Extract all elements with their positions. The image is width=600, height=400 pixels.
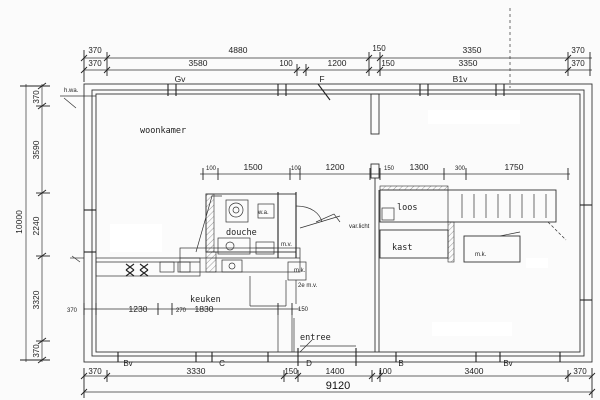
kitchen-dim-5: 150 bbox=[298, 307, 309, 313]
left-dim-4: 3320 bbox=[31, 290, 41, 309]
top-inner-dim-2: 3580 bbox=[189, 58, 208, 68]
kitchen-counter bbox=[70, 255, 201, 277]
bathroom-core bbox=[179, 192, 341, 307]
bottom-dim-4: 1400 bbox=[326, 366, 345, 376]
top-inner-dim-5: 150 bbox=[381, 59, 395, 68]
bottom-marker-bv-left: Bv bbox=[123, 359, 132, 368]
wa-label: w.a. bbox=[257, 210, 269, 216]
top-marker-f: F bbox=[319, 74, 324, 84]
ze-mv-label: 2e m.v. bbox=[298, 283, 318, 289]
kitchen-dim-3: 270 bbox=[176, 308, 187, 314]
top-outer-dim-1: 370 bbox=[88, 46, 102, 55]
mid-dim-6: 1300 bbox=[410, 162, 429, 172]
top-marker-gv: Gv bbox=[175, 74, 187, 84]
bottom-dim-3: 150 bbox=[284, 367, 298, 376]
mid-dim-1: 100 bbox=[206, 166, 217, 172]
white-patch-bottom-right bbox=[432, 322, 512, 336]
top-dimension-lines bbox=[80, 8, 592, 88]
building-walls bbox=[60, 83, 593, 366]
mid-dim-4: 1200 bbox=[326, 162, 345, 172]
mid-dim-8: 1750 bbox=[505, 162, 524, 172]
kitchen-dimension-line bbox=[83, 303, 300, 352]
mk-label-right: m.k. bbox=[475, 252, 487, 258]
top-outer-dim-4: 3350 bbox=[463, 45, 482, 55]
room-kast: kast bbox=[392, 243, 412, 253]
room-douche: douche bbox=[226, 228, 257, 238]
mid-dim-2: 1500 bbox=[244, 162, 263, 172]
middle-dimension-line bbox=[200, 168, 570, 180]
room-loos: loos bbox=[397, 203, 417, 213]
top-outer-dim-5: 370 bbox=[571, 46, 585, 55]
entrance-door bbox=[293, 318, 356, 353]
total-depth-label: 10000 bbox=[14, 210, 24, 234]
mid-dim-3: 100 bbox=[291, 166, 302, 172]
left-dim-5: 370 bbox=[32, 344, 41, 358]
bottom-dim-2: 3330 bbox=[187, 366, 206, 376]
varlicht-label: var.licht bbox=[349, 224, 370, 230]
hwa-label: h.wa. bbox=[64, 88, 79, 94]
mv-label: m.v. bbox=[281, 242, 292, 248]
room-woonkamer: woonkamer bbox=[140, 126, 186, 136]
room-keuken: keuken bbox=[190, 295, 221, 305]
bottom-marker-b: B bbox=[398, 359, 403, 368]
bottom-dim-5: 100 bbox=[378, 367, 392, 376]
white-patch-top-right bbox=[428, 110, 520, 124]
kitchen-dim-1: 370 bbox=[67, 308, 78, 314]
top-inner-dim-1: 370 bbox=[88, 59, 102, 68]
kitchen-dim-4: 1830 bbox=[195, 304, 214, 314]
top-marker-b1v: B1v bbox=[453, 74, 468, 84]
left-dim-2: 3590 bbox=[31, 140, 41, 159]
bottom-dim-7: 370 bbox=[573, 367, 587, 376]
mid-dim-7: 300 bbox=[455, 166, 466, 172]
bottom-marker-c: C bbox=[219, 359, 225, 368]
mk-label-left: m.k. bbox=[294, 268, 306, 274]
room-entree: entree bbox=[300, 333, 331, 343]
bottom-dim-6: 3400 bbox=[465, 366, 484, 376]
left-dim-1: 370 bbox=[32, 90, 41, 104]
total-width-label: 9120 bbox=[326, 380, 350, 392]
left-dimension-lines bbox=[20, 82, 50, 364]
mid-dim-5: 150 bbox=[384, 166, 395, 172]
left-dim-3: 2240 bbox=[31, 216, 41, 235]
top-inner-dim-6: 3350 bbox=[459, 58, 478, 68]
bottom-marker-bv-right: Bv bbox=[503, 359, 512, 368]
bottom-dimension-lines bbox=[80, 368, 596, 398]
top-inner-dim-7: 370 bbox=[571, 59, 585, 68]
staircase bbox=[379, 185, 567, 263]
bottom-dim-1: 370 bbox=[88, 367, 102, 376]
top-outer-dim-2: 4880 bbox=[229, 45, 248, 55]
bottom-marker-d: D bbox=[306, 359, 312, 368]
white-patch-left bbox=[110, 224, 162, 252]
top-inner-dim-3: 100 bbox=[279, 59, 293, 68]
top-inner-dim-4: 1200 bbox=[328, 58, 347, 68]
top-outer-dim-3: 150 bbox=[372, 44, 386, 53]
kitchen-dim-2: 1230 bbox=[129, 304, 148, 314]
white-patch-kast bbox=[526, 258, 548, 268]
